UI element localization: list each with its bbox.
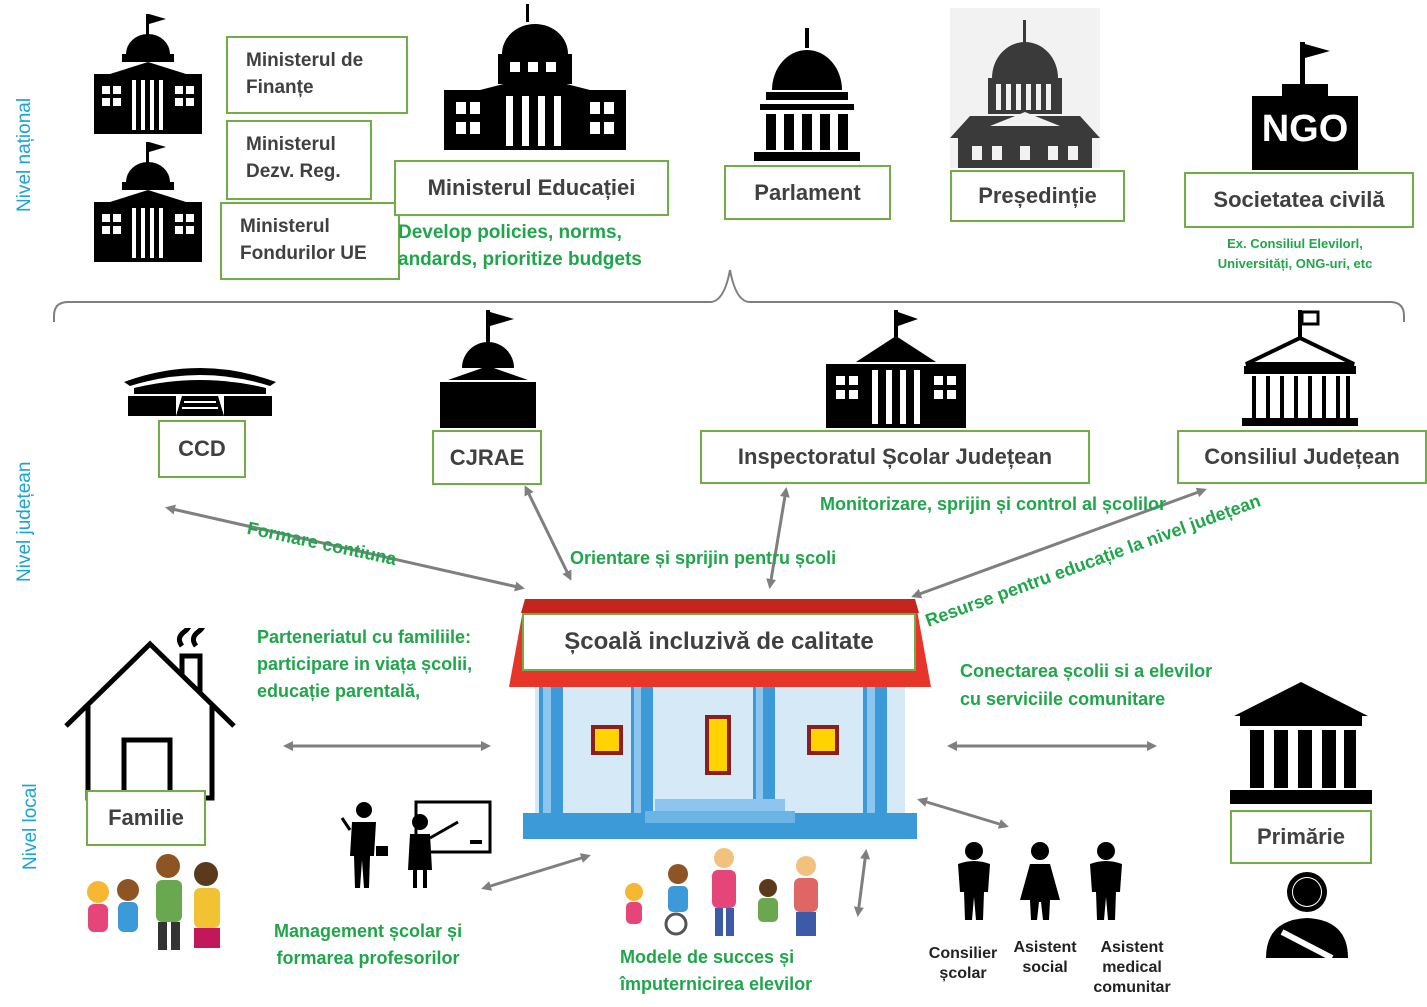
presidency-building-icon bbox=[950, 8, 1100, 168]
parteneriat-line3: educație parentală, bbox=[257, 681, 421, 701]
ccd-box: CCD bbox=[158, 420, 246, 478]
cjrae-label: CJRAE bbox=[449, 444, 525, 470]
arrow-management bbox=[481, 853, 591, 891]
modele-line1: Modele de succes și bbox=[620, 947, 795, 967]
arrow-servicii bbox=[917, 797, 1009, 829]
ministry-regional-box: Ministerul Dezv. Reg. bbox=[226, 120, 372, 200]
county-council-label: Consiliul Județean bbox=[1204, 444, 1400, 469]
ngo-building-icon bbox=[1252, 42, 1358, 170]
medical-assistant-line2: medical bbox=[1102, 959, 1162, 976]
counselor-label: Consilier școlar bbox=[918, 944, 1008, 984]
isj-box: Inspectoratul Școlar Județean bbox=[700, 430, 1090, 484]
management-line1: Management școlar și bbox=[274, 921, 463, 941]
social-worker-line1: Asistent bbox=[1013, 939, 1077, 956]
medical-assistant-person-icon bbox=[1090, 842, 1122, 920]
arrow-orientare bbox=[524, 485, 572, 581]
civil-society-label: Societatea civilă bbox=[1213, 187, 1385, 212]
conectare-label: Conectarea școlii si a elevilor cu servi… bbox=[960, 658, 1212, 714]
modele-label: Modele de succes și împuternicirea elevi… bbox=[620, 944, 812, 998]
ministry-education-note: Develop policies, norms, andards, priori… bbox=[398, 220, 678, 273]
civil-society-box: Societatea civilă bbox=[1184, 172, 1414, 228]
ministry-education-note-line1: Develop policies, norms, bbox=[398, 222, 622, 243]
modele-line2: împuternicirea elevilor bbox=[620, 974, 813, 994]
ministry-eu-funds-box: Ministerul Fondurilor UE bbox=[220, 202, 400, 280]
counselor-line2: școlar bbox=[939, 965, 987, 982]
arrow-monitorizare bbox=[766, 487, 790, 589]
family-label: Familie bbox=[108, 805, 184, 830]
school-title-box: Școală incluzivă de calitate bbox=[522, 613, 916, 671]
social-worker-person-icon bbox=[1020, 842, 1060, 920]
counselor-person-icon bbox=[958, 842, 990, 920]
mayor-icon bbox=[1266, 872, 1348, 960]
isj-label: Inspectoratul Școlar Județean bbox=[737, 444, 1053, 469]
conectare-line2: cu serviciile comunitare bbox=[960, 688, 1166, 709]
ministry-regional-label: Ministerul Dezv. Reg. bbox=[246, 134, 341, 182]
family-people-icon bbox=[87, 854, 220, 950]
counselor-line1: Consilier bbox=[928, 945, 998, 962]
county-council-box: Consiliul Județean bbox=[1177, 430, 1427, 484]
presidency-label: Președinție bbox=[978, 183, 1097, 208]
ministry-education-note-line2: andards, prioritize budgets bbox=[398, 248, 642, 270]
monitorizare-label: Monitorizare, sprijin și control al școl… bbox=[820, 494, 1167, 514]
city-hall-icon bbox=[1230, 682, 1372, 804]
isj-building-icon bbox=[826, 310, 966, 428]
national-level-brace bbox=[53, 269, 1405, 322]
orientare-label: Orientare și sprijin pentru școli bbox=[570, 548, 837, 568]
ministry-education-building-icon bbox=[444, 4, 626, 150]
county-council-building-icon bbox=[1242, 310, 1358, 426]
cjrae-box: CJRAE bbox=[432, 430, 542, 485]
ministry-education-label: Ministerul Educației bbox=[427, 175, 636, 200]
presidency-box: Președinție bbox=[950, 170, 1125, 222]
cjrae-building-icon bbox=[440, 310, 536, 428]
parteneriat-line1: Parteneriatul cu familiile: bbox=[257, 627, 472, 647]
medical-assistant-label: Asistent medical comunitar bbox=[1082, 938, 1182, 998]
parliament-box: Parlament bbox=[724, 165, 891, 220]
house-icon bbox=[64, 628, 236, 801]
parliament-building-icon bbox=[754, 28, 860, 161]
ministry-eu-funds-label: Ministerul Fondurilor UE bbox=[240, 216, 367, 264]
ngo-sign-text: NGO bbox=[1261, 108, 1349, 150]
social-worker-label: Asistent social bbox=[1000, 938, 1090, 978]
medical-assistant-line1: Asistent bbox=[1100, 939, 1164, 956]
civil-society-note-line1: Ex. Consiliul Elevilorl, bbox=[1227, 236, 1363, 251]
parliament-label: Parlament bbox=[754, 179, 861, 205]
civil-society-note-line2: Universități, ONG-uri, etc bbox=[1217, 255, 1373, 271]
family-box: Familie bbox=[86, 790, 206, 846]
ccd-label: CCD bbox=[178, 436, 226, 461]
ccd-stadium-icon bbox=[124, 368, 276, 416]
teachers-icon bbox=[340, 800, 492, 888]
management-label: Management școlar și formarea profesoril… bbox=[274, 918, 462, 972]
arrow-modele bbox=[853, 849, 871, 917]
arrow-formare bbox=[165, 504, 525, 592]
ministry-finance-label: Ministerul de Finanțe bbox=[246, 50, 364, 98]
medical-assistant-line3: comunitar bbox=[1093, 979, 1171, 996]
ministry-education-box: Ministerul Educației bbox=[394, 160, 669, 216]
city-hall-label: Primărie bbox=[1256, 824, 1346, 849]
ministry-finance-box: Ministerul de Finanțe bbox=[226, 36, 408, 114]
city-hall-box: Primărie bbox=[1230, 810, 1372, 864]
management-line2: formarea profesorilor bbox=[276, 948, 460, 968]
social-worker-line2: social bbox=[1022, 959, 1068, 976]
students-icon bbox=[625, 848, 818, 936]
civil-society-note: Ex. Consiliul Elevilorl, Universități, O… bbox=[1170, 234, 1420, 273]
parteneriat-line2: participare in viața școlii, bbox=[257, 654, 473, 674]
school-title: Școală incluzivă de calitate bbox=[564, 628, 874, 655]
parteneriat-label: Parteneriatul cu familiile: participare … bbox=[257, 624, 472, 705]
arrow-resurse bbox=[911, 487, 1207, 599]
conectare-line1: Conectarea școlii si a elevilor bbox=[960, 661, 1213, 681]
